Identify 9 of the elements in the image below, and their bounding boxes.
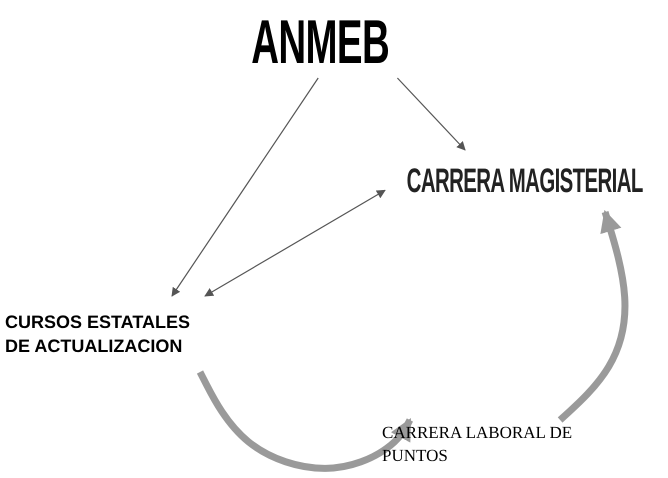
concept-label: CARRERA MAGISTERIAL <box>385 150 665 212</box>
arrow <box>204 190 386 297</box>
arrow <box>196 370 414 472</box>
arrow <box>172 78 319 297</box>
concept-label: CURSOS ESTATALES DE ACTUALIZACION <box>5 296 205 372</box>
title-text: ANMEB <box>230 8 410 78</box>
arrow <box>396 78 466 151</box>
arrow <box>558 210 628 423</box>
concept-label: CARRERA LABORAL DE PUNTOS <box>382 420 627 470</box>
